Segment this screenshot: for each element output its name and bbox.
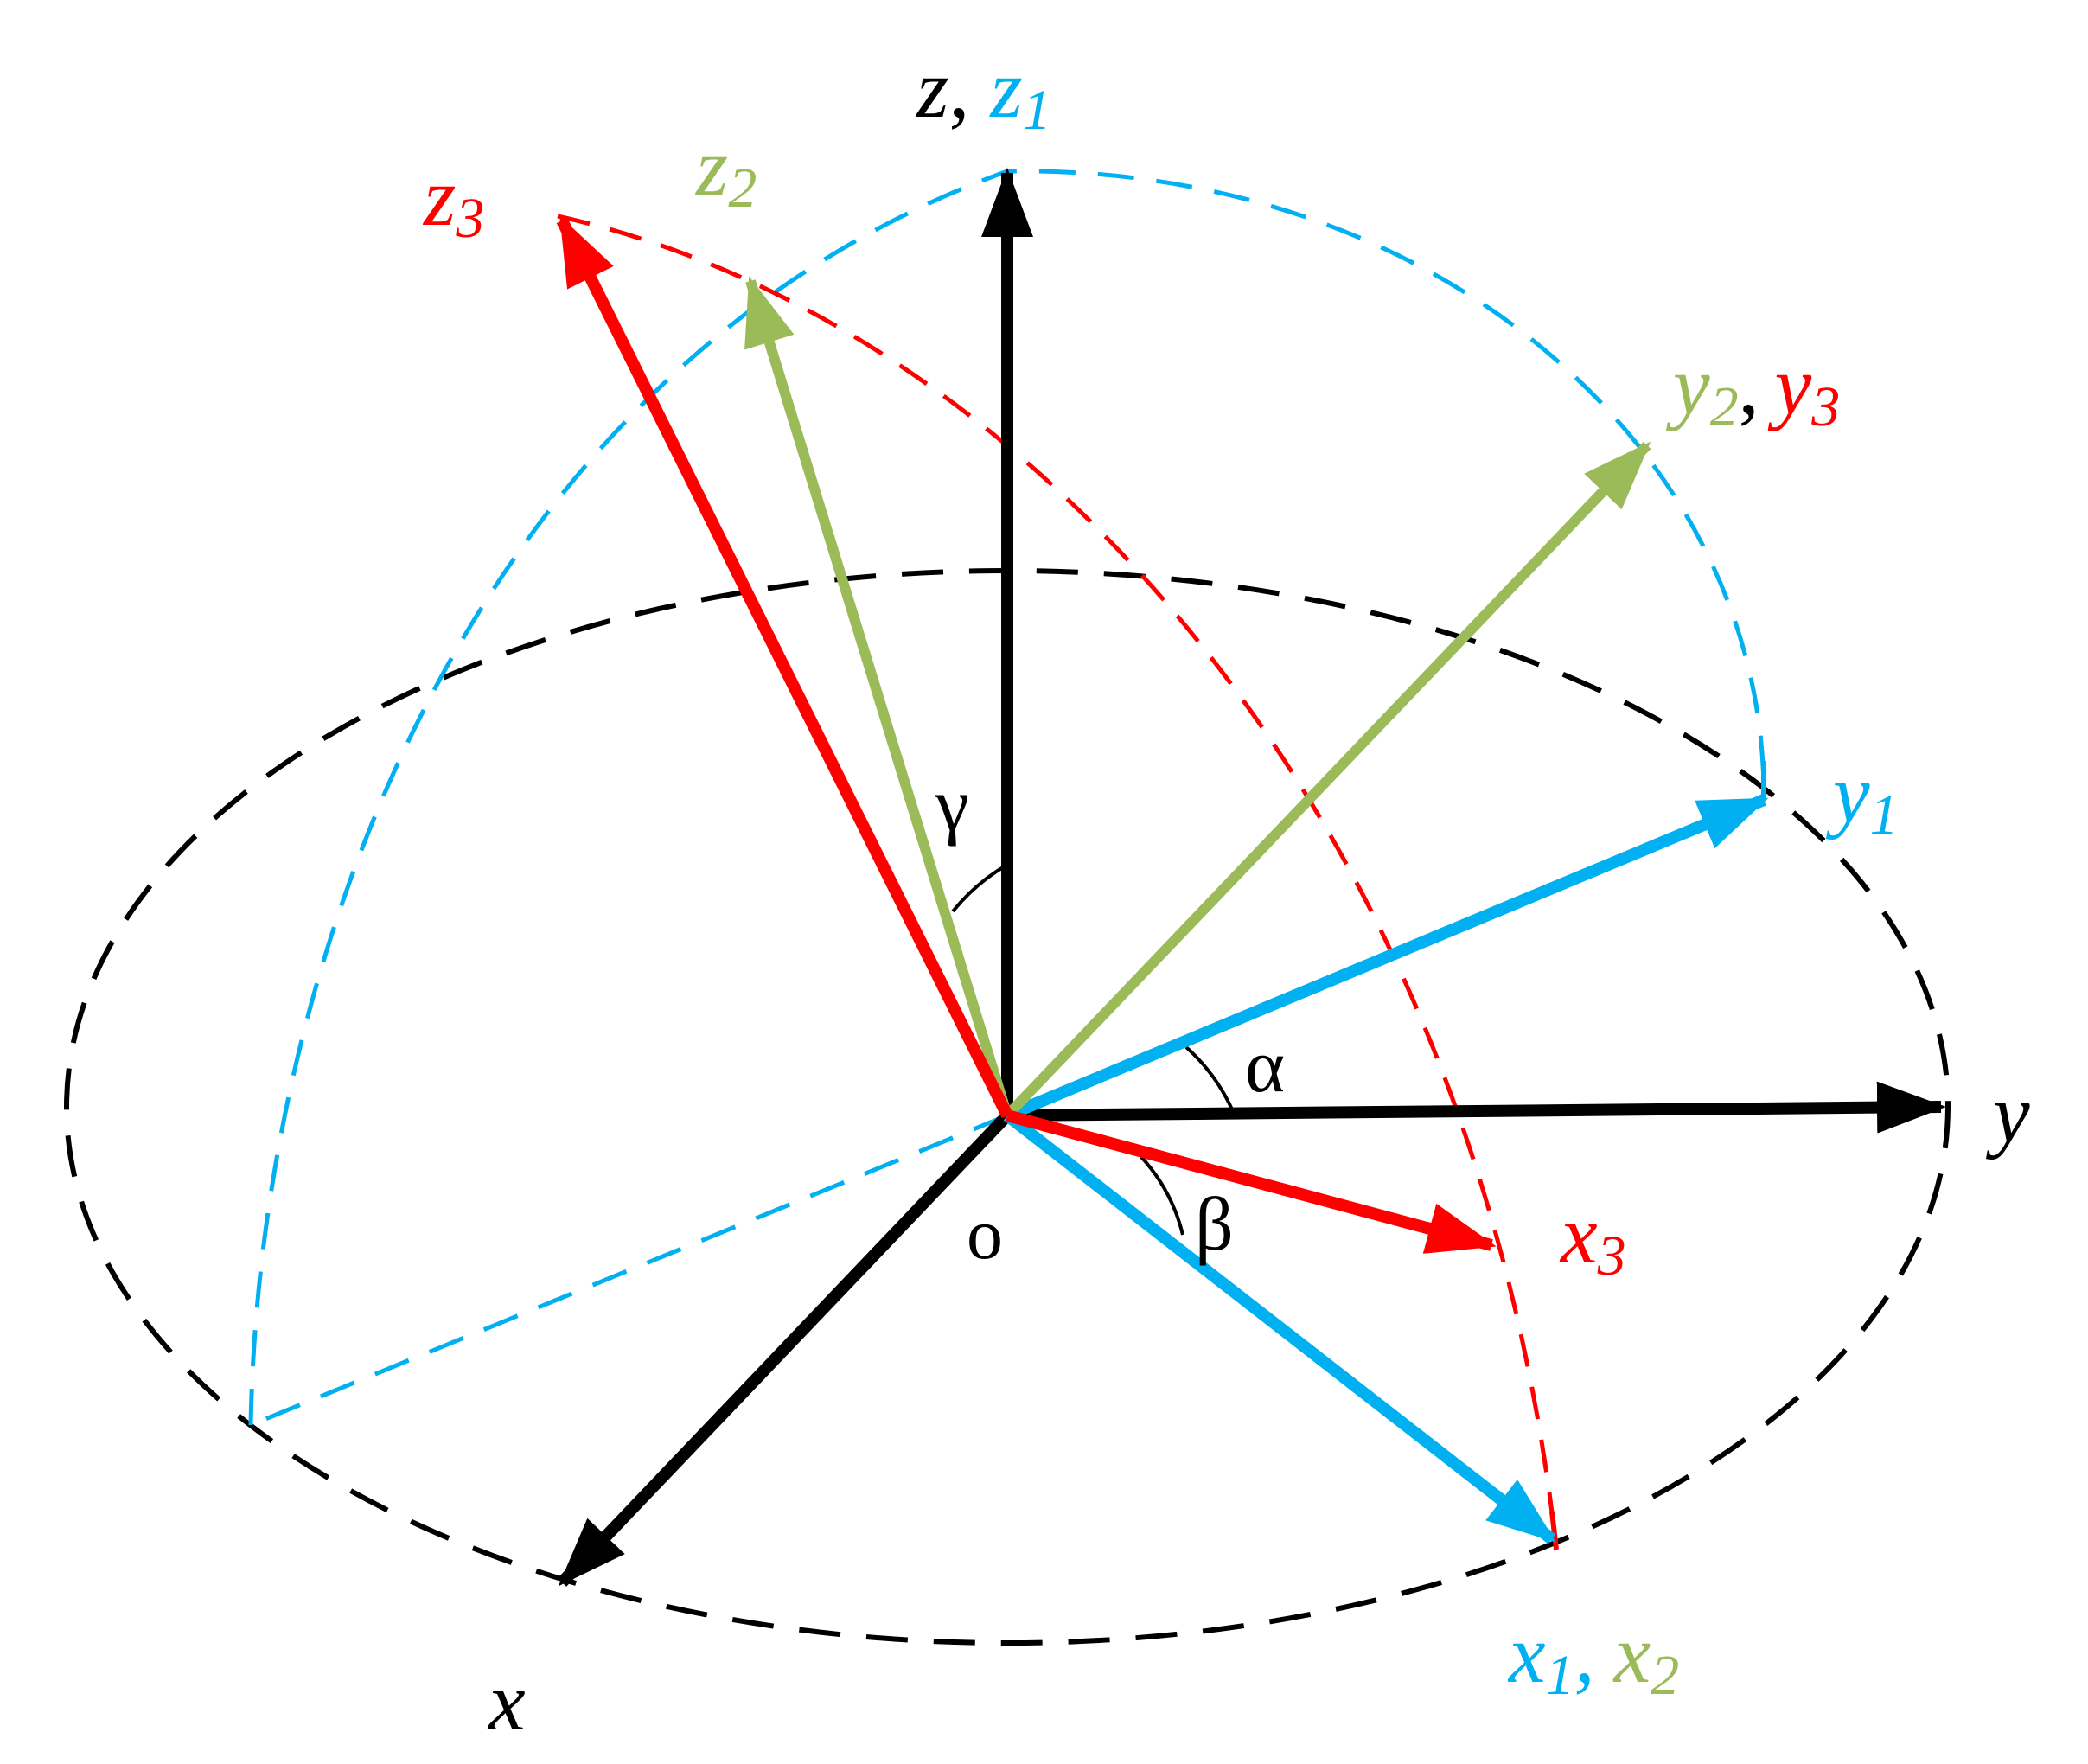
label-y1: y1 [1825,747,1899,847]
z3-axis-arrow [556,215,1013,1119]
label-origin: o [967,1194,1003,1275]
blue-rotated-plane-arc [248,169,1766,1426]
label-z3: z3 [422,150,484,250]
label-gamma: γ [935,764,969,847]
label-y: y [1985,1067,2030,1160]
z2-axis-arrow [744,276,1012,1117]
beta-angle-arc [1140,1155,1184,1236]
x3-axis-arrow [1006,1109,1497,1254]
blue-dashed-x-extension [250,1113,1008,1428]
label-z-z1: z,z1 [915,42,1051,142]
label-x1-x2: x1,x2 [1507,1607,1679,1707]
x1-axis-arrow [1003,1110,1556,1544]
label-beta: β [1195,1183,1234,1267]
alpha-angle-arc [1184,1045,1234,1110]
label-z2: z2 [694,120,757,220]
gamma-angle-arc [951,863,1009,913]
label-alpha: α [1245,1025,1285,1109]
label-y2-y3: y2,y3 [1665,339,1840,438]
label-x3: x3 [1559,1188,1626,1288]
label-x: x [487,1655,526,1748]
y2-axis-arrow [1003,441,1651,1120]
y1-axis-arrow [1005,794,1769,1122]
y-axis-arrow [1006,1081,1946,1134]
red-rotated-plane-arc [557,214,1559,1549]
x-axis-arrow [557,1111,1012,1587]
